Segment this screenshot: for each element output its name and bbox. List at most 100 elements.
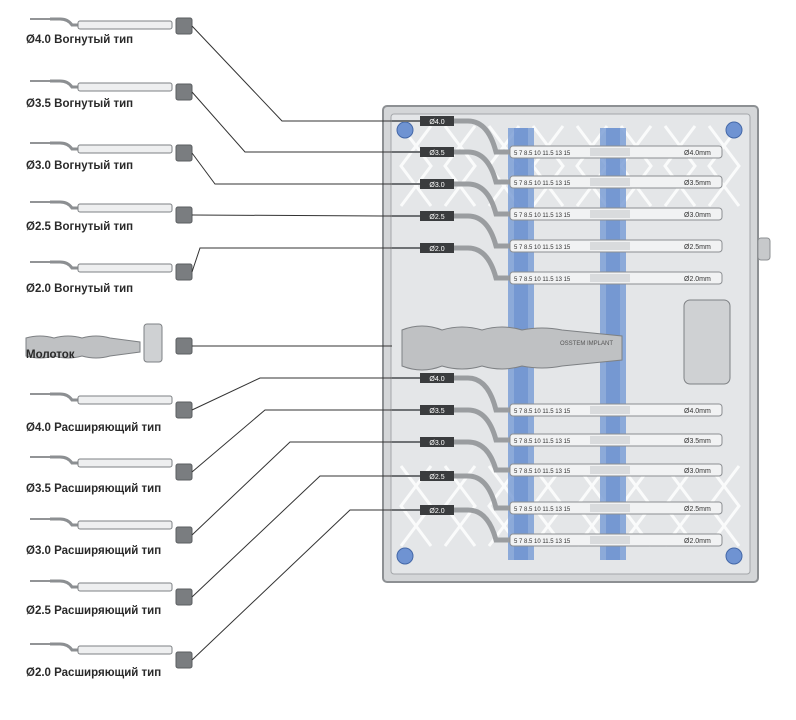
tag-label: Ø3.5 (429, 150, 444, 157)
legend-size: Ø3.0 (26, 160, 51, 172)
connector-line (191, 25, 392, 122)
legend-size: Ø2.5 (26, 221, 51, 233)
osteotome-handle (77, 20, 173, 30)
size-label: Ø3.0mm (684, 212, 711, 219)
legend-size: Ø2.0 (26, 283, 51, 295)
instrument-shank (454, 507, 510, 543)
connector-box (175, 83, 193, 101)
size-label: Ø2.0mm (684, 538, 711, 545)
instrument-tag (420, 243, 454, 253)
size-label: Ø2.5mm (684, 506, 711, 513)
tag-label: Ø4.0 (429, 119, 444, 126)
connector-box (175, 206, 193, 224)
depth-marks: 5 7 8.5 10 11.5 13 15 (514, 245, 571, 251)
tray-instrument-concave-1: Ø3.5 5 7 8.5 10 11.5 13 15 Ø3.5mm (392, 147, 723, 189)
instrument-shank (454, 473, 510, 511)
legend-size: Ø3.5 (26, 483, 51, 495)
instrument-tag (420, 147, 454, 157)
lattice-cross (663, 125, 697, 207)
tray-latch (757, 237, 771, 261)
depth-marks: 5 7 8.5 10 11.5 13 15 (514, 439, 571, 445)
connector-box (175, 337, 193, 355)
legend-label: Молоток (26, 349, 74, 361)
osteotome-handle (77, 144, 173, 154)
instrument-tag (420, 116, 454, 126)
connector-line (191, 247, 392, 273)
legend-hammer-icon (25, 323, 163, 363)
hammer-head-icon (143, 323, 163, 363)
instrument-shank (454, 375, 510, 413)
instrument-tag (420, 505, 454, 515)
legend-osteotome-icon-0 (30, 17, 173, 30)
depth-marks: 5 7 8.5 10 11.5 13 15 (514, 469, 571, 475)
legend-name: Вогнутый тип (54, 160, 134, 172)
depth-marks: 5 7 8.5 10 11.5 13 15 (514, 507, 571, 513)
corner-pin (725, 121, 743, 139)
legend-label: Ø2.0 Расширяющий тип (26, 667, 161, 679)
depth-marks: 5 7 8.5 10 11.5 13 15 (514, 277, 571, 283)
osteotome-handle (77, 395, 173, 405)
size-label: Ø4.0mm (684, 408, 711, 415)
tag-label: Ø3.5 (429, 408, 444, 415)
knurled-grip (590, 242, 630, 250)
legend-osteotome-icon-8 (30, 517, 173, 530)
connector-line (191, 377, 392, 411)
connector-box (175, 463, 193, 481)
size-label: Ø3.0mm (684, 468, 711, 475)
lattice-cross (443, 125, 477, 207)
legend-label: Ø2.5 Расширяющий тип (26, 605, 161, 617)
instrument-tag (420, 471, 454, 481)
knurled-grip (590, 536, 630, 544)
tag-label: Ø2.0 (429, 508, 444, 515)
connector-line (191, 475, 392, 598)
tray-instrument-expanding-4: Ø2.0 5 7 8.5 10 11.5 13 15 Ø2.0mm (392, 505, 723, 547)
knurled-grip (590, 148, 630, 156)
legend-name: Расширяющий тип (54, 545, 162, 557)
legend-name: Расширяющий тип (54, 483, 162, 495)
osteotome-shank (50, 517, 78, 527)
legend-label: Ø2.0 Вогнутый тип (26, 283, 133, 295)
instrument-tag (420, 373, 454, 383)
legend-label: Ø3.5 Расширяющий тип (26, 483, 161, 495)
legend-size: Ø3.0 (26, 545, 51, 557)
legend-size: Ø4.0 (26, 34, 51, 46)
size-label: Ø3.5mm (684, 180, 711, 187)
legend-osteotome-icon-4 (30, 260, 173, 273)
legend-name: Вогнутый тип (54, 98, 134, 110)
osteotome-shank (50, 579, 78, 589)
connector-box (175, 17, 193, 35)
osteotome-shank (50, 260, 78, 270)
corner-pin (396, 121, 414, 139)
legend-osteotome-icon-3 (30, 200, 173, 213)
tag-label: Ø4.0 (429, 376, 444, 383)
instrument-shank (454, 149, 510, 185)
osteotome-handle (77, 582, 173, 592)
osteotome-handle (77, 645, 173, 655)
knurled-grip (590, 178, 630, 186)
osteotome-handle (77, 458, 173, 468)
legend-label: Ø2.5 Вогнутый тип (26, 221, 133, 233)
legend-osteotome-icon-10 (30, 642, 173, 655)
osteotome-shank (50, 642, 78, 652)
size-label: Ø4.0mm (684, 150, 711, 157)
hammer-handle (401, 325, 623, 371)
knurled-grip (590, 210, 630, 218)
knurled-grip (590, 406, 630, 414)
depth-marks: 5 7 8.5 10 11.5 13 15 (514, 181, 571, 187)
legend-osteotome-icon-6 (30, 392, 173, 405)
instrument-shank (454, 181, 510, 217)
connector-line (191, 441, 392, 536)
legend-label: Ø4.0 Вогнутый тип (26, 34, 133, 46)
osteotome-handle (77, 203, 173, 213)
depth-marks: 5 7 8.5 10 11.5 13 15 (514, 151, 571, 157)
legend-name: Расширяющий тип (54, 605, 162, 617)
connector-line (191, 152, 392, 185)
legend-label: Ø4.0 Расширяющий тип (26, 422, 161, 434)
